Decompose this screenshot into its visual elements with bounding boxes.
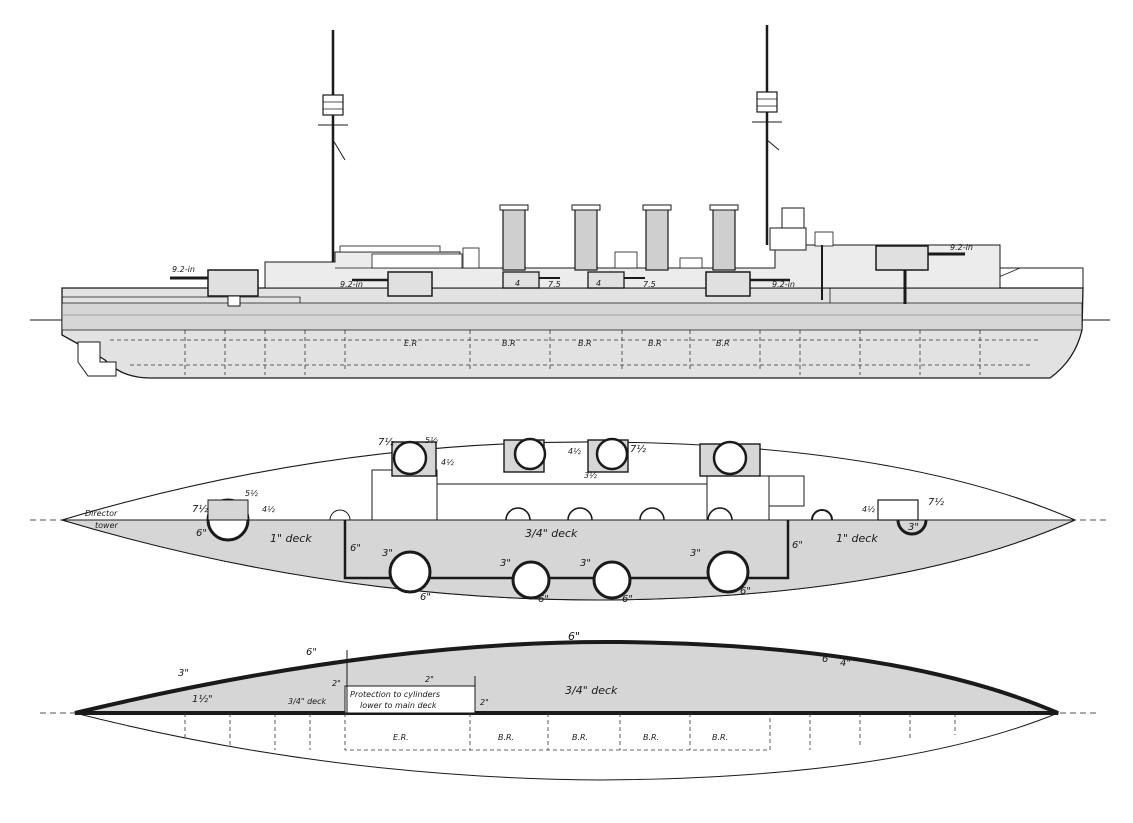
armor-mark-r: 5½ [245, 489, 258, 498]
armor-mark-d: 6" [538, 594, 549, 605]
gun-label-center-right: 9.2-in [772, 280, 795, 289]
compartment-er: E.R [404, 339, 417, 348]
lower-compartment-br-2: B.R. [572, 733, 588, 742]
gun-label-aft: 9.2-in [950, 243, 973, 252]
lower-compartment-br-3: B.R. [643, 733, 659, 742]
upper-deck-plan: Director tower 1" deck 3/4" deck 1" deck… [30, 436, 1110, 605]
lower-deck-plan: E.R. B.R. B.R. B.R. B.R. 6" 6" 6" 4" 3" … [40, 630, 1100, 781]
upper-plan-deck [61, 519, 1076, 601]
armor-mark-k: 3" [690, 548, 701, 559]
belt-mark-e: 3" [178, 668, 189, 679]
armor-mark-s: 4½ [441, 458, 454, 467]
compartment-br-4: B.R [716, 339, 730, 348]
director-label: Director [85, 509, 118, 518]
protection-note-line-1: Protection to cylinders [350, 690, 440, 699]
armor-mark-a: 6" [196, 528, 207, 539]
lower-deck-label-aft: 3/4" deck [565, 684, 618, 697]
armor-mark-l: 3" [908, 522, 919, 533]
belt-mark-f: 1½" [192, 693, 213, 705]
inner-mark-a: 2" [332, 679, 341, 688]
compartment-br-2: B.R [578, 339, 592, 348]
armor-mark-v: 4½ [862, 505, 875, 514]
armor-mark-o: 7½ [192, 503, 208, 515]
secondary-label-a: 7.5 [548, 280, 561, 289]
armor-mark-c: 6" [420, 592, 431, 603]
armor-mark-t: 4½ [568, 447, 581, 456]
belt-mark-a: 6" [568, 630, 580, 643]
belt-mark-b: 6" [306, 647, 317, 658]
secondary-label-b: 7.5 [643, 280, 656, 289]
profile-belt [61, 302, 1083, 331]
profile-view: 9.2-in 9.2-in 9.2-in 9.2-in 7.5 7.5 4 4 … [30, 25, 1110, 379]
armor-mark-e: 6" [622, 594, 633, 605]
armor-mark-b: 6" [350, 543, 361, 554]
lower-compartment-br-1: B.R. [498, 733, 514, 742]
secondary-label-d: 4 [515, 279, 520, 288]
belt-mark-c: 6" [822, 654, 833, 665]
armor-mark-q: 5½ [425, 436, 438, 445]
funnels [499, 204, 739, 271]
protection-note-line-2: lower to main deck [360, 701, 437, 710]
armor-mark-p: 7½ [928, 496, 944, 508]
rudder [77, 341, 117, 377]
deck-label-mid: 3/4" deck [525, 527, 578, 540]
armor-mark-u: 4½ [262, 505, 275, 514]
armor-mark-i: 3" [500, 558, 511, 569]
deck-label-fore: 1" deck [270, 532, 312, 545]
armor-mark-h: 3" [382, 548, 393, 559]
lower-plan-deck [74, 639, 1059, 715]
tower-label: tower [95, 521, 118, 530]
gun-label-center-left: 9.2-in [340, 280, 363, 289]
armor-mark-m: 7½ [378, 436, 394, 448]
lower-compartment-er: E.R. [393, 733, 409, 742]
inner-mark-b: 2" [425, 675, 434, 684]
turret-fore [170, 269, 259, 307]
turret-aft [875, 245, 965, 304]
compartment-br-1: B.R [502, 339, 516, 348]
profile-hull [61, 287, 1084, 379]
inner-mark-c: 2" [480, 698, 489, 707]
lower-deck-label-fore: 3/4" deck [288, 697, 326, 706]
secondary-label-e: 4 [596, 279, 601, 288]
wing-turrets [352, 271, 790, 297]
lower-compartment-br-4: B.R. [712, 733, 728, 742]
compartment-br-3: B.R [648, 339, 662, 348]
armor-mark-w: 3½ [584, 471, 597, 480]
armor-mark-g: 6" [792, 540, 803, 551]
deck-label-aft: 1" deck [836, 532, 878, 545]
armor-mark-j: 3" [580, 558, 591, 569]
belt-mark-d: 4" [840, 658, 851, 669]
armor-mark-f: 6" [740, 586, 751, 597]
gun-label-fore: 9.2-in [172, 265, 195, 274]
armor-mark-n: 7½ [630, 443, 646, 455]
